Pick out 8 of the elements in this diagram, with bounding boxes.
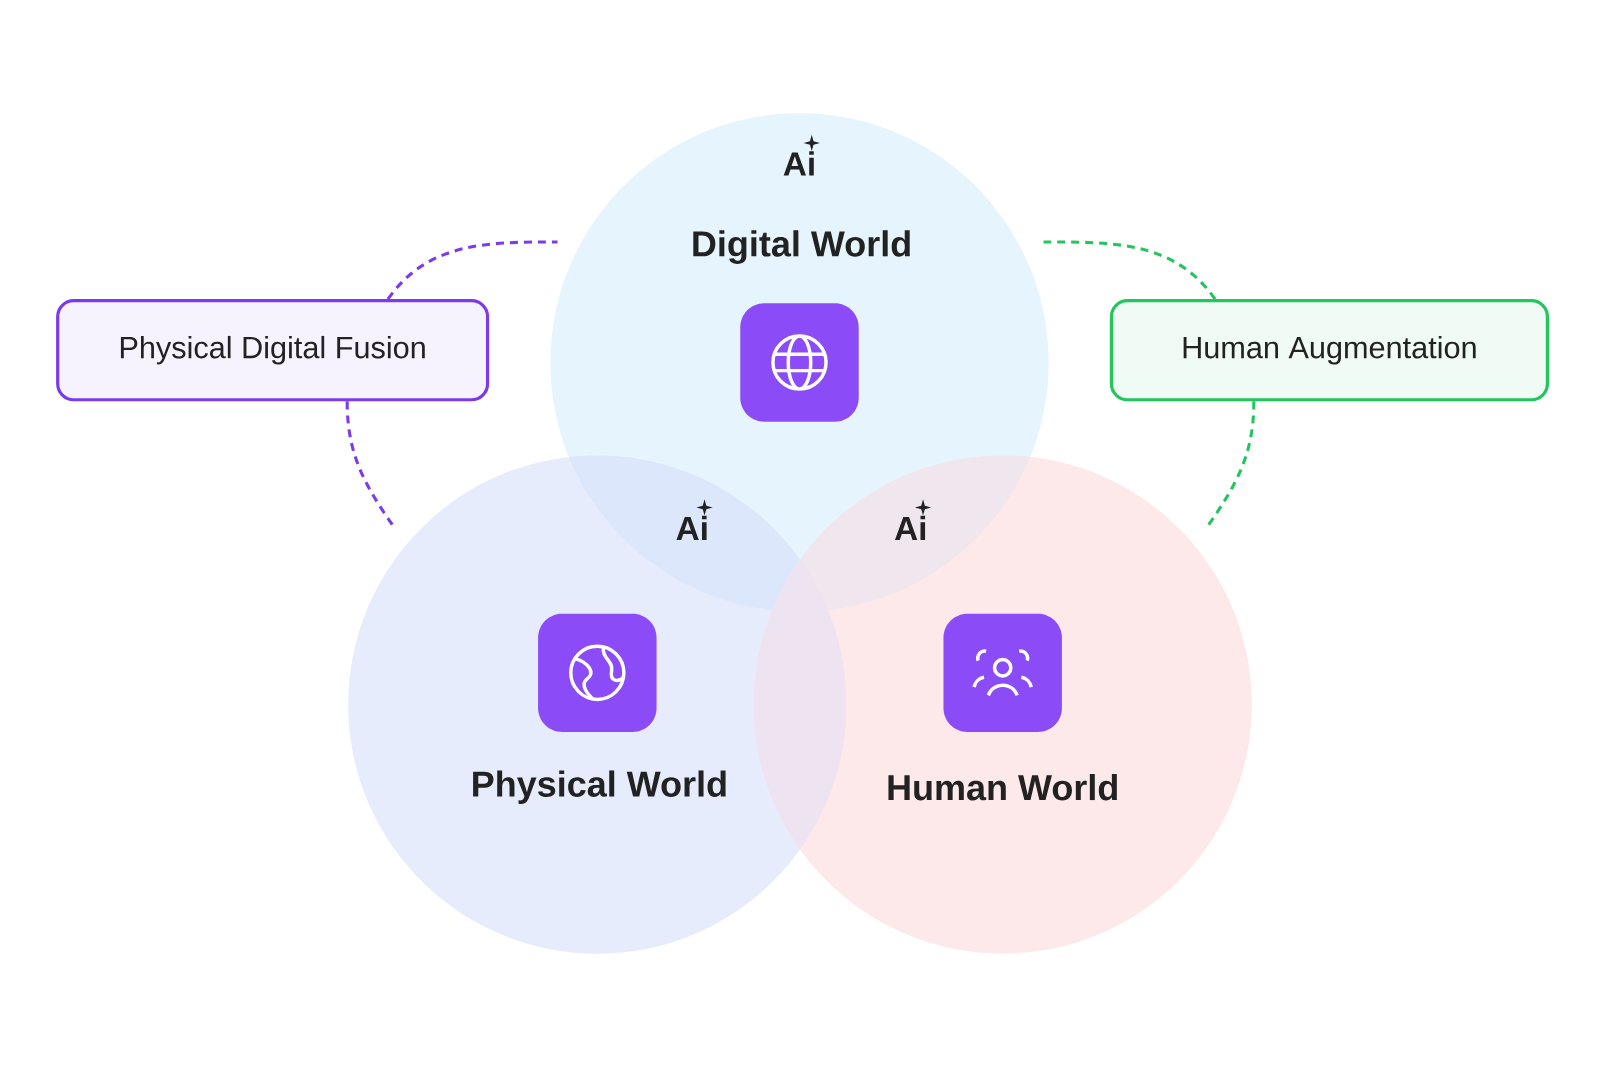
label-box: Human Augmentation — [1109, 299, 1549, 402]
dashed-connector — [345, 401, 395, 527]
ai-label: Ai — [894, 499, 932, 540]
dashed-connector — [1043, 240, 1217, 301]
dashed-connector — [1206, 401, 1256, 527]
ai-label: Ai — [676, 499, 713, 540]
label-box: Physical Digital Fusion — [56, 299, 490, 402]
dashed-connector — [386, 240, 558, 301]
